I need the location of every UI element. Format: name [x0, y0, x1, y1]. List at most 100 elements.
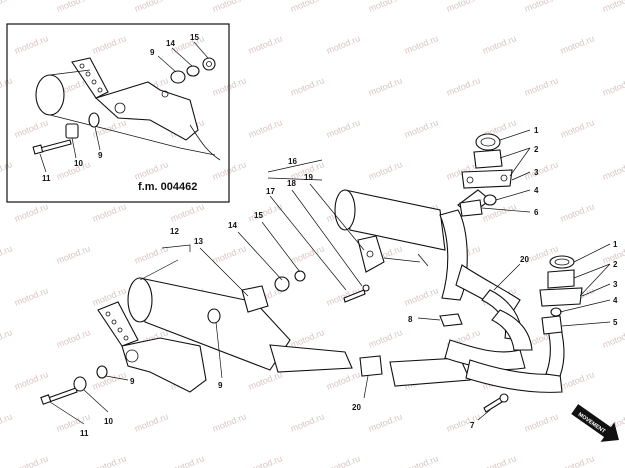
- inset-callout-11: 11: [42, 174, 51, 183]
- callout-1-side: 1: [613, 240, 618, 249]
- callout-15: 15: [254, 211, 263, 220]
- watermark-text: motod.ru: [445, 75, 482, 98]
- watermark-text: motod.ru: [367, 0, 404, 14]
- callout-7: 7: [470, 421, 475, 430]
- watermark-text: motod.ru: [55, 327, 92, 350]
- watermark-text: motod.ru: [481, 453, 518, 468]
- watermark-text: motod.ru: [325, 33, 362, 56]
- callout-2-top: 2: [534, 145, 539, 154]
- watermark-text: motod.ru: [367, 159, 404, 182]
- watermark-text: motod.ru: [445, 411, 482, 434]
- watermark-text: motod.ru: [559, 33, 596, 56]
- watermark-text: motod.ru: [325, 117, 362, 140]
- inset-callout-15: 15: [190, 33, 199, 42]
- watermark-text: motod.ru: [211, 411, 248, 434]
- watermark-text: motod.ru: [601, 159, 625, 182]
- watermark-text: motod.ru: [133, 243, 170, 266]
- watermark-text: motod.ru: [523, 0, 560, 14]
- callout-20-sleeve: 20: [352, 403, 361, 412]
- watermark-text: motod.ru: [559, 117, 596, 140]
- watermark-text: motod.ru: [0, 0, 14, 14]
- watermark-text: motod.ru: [133, 0, 170, 14]
- watermark-text: motod.ru: [559, 369, 596, 392]
- callout-14: 14: [228, 221, 237, 230]
- watermark-text: motod.ru: [91, 201, 128, 224]
- watermark-text: motod.ru: [325, 369, 362, 392]
- watermark-text: motod.ru: [91, 285, 128, 308]
- watermark-text: motod.ru: [289, 327, 326, 350]
- callout-4-top: 4: [534, 186, 539, 195]
- watermark-text: motod.ru: [523, 411, 560, 434]
- callout-17: 17: [266, 187, 275, 196]
- inset-reference-number: f.m. 004462: [138, 181, 197, 193]
- inset-callout-9b: 9: [98, 151, 103, 160]
- watermark-text: motod.ru: [211, 0, 248, 14]
- watermark-text: motod.ru: [367, 411, 404, 434]
- watermark-text: motod.ru: [559, 453, 596, 468]
- callout-1-top: 1: [534, 126, 539, 135]
- watermark-text: motod.ru: [523, 159, 560, 182]
- watermark-text: motod.ru: [289, 243, 326, 266]
- callout-9: 9: [218, 381, 223, 390]
- watermark-text: motod.ru: [13, 201, 50, 224]
- callout-5-side: 5: [613, 318, 618, 327]
- watermark-text: motod.ru: [523, 75, 560, 98]
- watermark-text: motod.ru: [169, 453, 206, 468]
- watermark-text: motod.ru: [289, 411, 326, 434]
- watermark-text: motod.ru: [367, 75, 404, 98]
- watermark-text: motod.ru: [169, 201, 206, 224]
- inset-callout-9: 9: [150, 48, 155, 57]
- callout-18: 18: [287, 179, 296, 188]
- callout-9-left: 9: [130, 377, 135, 386]
- watermark-text: motod.ru: [289, 0, 326, 14]
- inset-callout-10: 10: [74, 159, 83, 168]
- watermark-text: motod.ru: [13, 33, 50, 56]
- watermark-text: motod.ru: [0, 327, 14, 350]
- watermark-text: motod.ru: [403, 285, 440, 308]
- watermark-text: motod.ru: [13, 453, 50, 468]
- watermark-text: motod.ru: [289, 75, 326, 98]
- callout-16: 16: [288, 157, 297, 166]
- watermark-text: motod.ru: [13, 285, 50, 308]
- watermark-text: motod.ru: [325, 453, 362, 468]
- watermark-text: motod.ru: [601, 327, 625, 350]
- callout-20: 20: [520, 255, 529, 264]
- callout-6-top: 6: [534, 208, 539, 217]
- inset-callout-14: 14: [166, 39, 175, 48]
- callout-8: 8: [408, 315, 413, 324]
- callout-10: 10: [104, 417, 113, 426]
- callout-3-top: 3: [534, 168, 539, 177]
- watermark-text: motod.ru: [13, 117, 50, 140]
- inset-panel: 9 14 15 10 9 11 f.m. 004462: [6, 23, 230, 203]
- watermark-text: motod.ru: [559, 201, 596, 224]
- watermark-text: motod.ru: [247, 369, 284, 392]
- watermark-text: motod.ru: [91, 33, 128, 56]
- callout-4-side: 4: [613, 296, 618, 305]
- watermark-text: motod.ru: [0, 243, 14, 266]
- watermark-text: motod.ru: [91, 453, 128, 468]
- main-assembly: 16 17 18 19 12 13 14 15 9 10 11 9 20 20 …: [40, 126, 618, 438]
- watermark-text: motod.ru: [445, 0, 482, 14]
- watermark-text: motod.ru: [403, 33, 440, 56]
- watermark-text: motod.ru: [247, 33, 284, 56]
- watermark-text: motod.ru: [367, 327, 404, 350]
- watermark-text: motod.ru: [133, 411, 170, 434]
- watermark-text: motod.ru: [601, 75, 625, 98]
- watermark-text: motod.ru: [403, 117, 440, 140]
- watermark-text: motod.ru: [133, 159, 170, 182]
- watermark-text: motod.ru: [601, 0, 625, 14]
- watermark-text: motod.ru: [247, 117, 284, 140]
- watermark-text: motod.ru: [247, 453, 284, 468]
- watermark-text: motod.ru: [55, 243, 92, 266]
- callout-11: 11: [80, 429, 89, 438]
- watermark-text: motod.ru: [403, 453, 440, 468]
- callout-13: 13: [194, 237, 203, 246]
- watermark-text: motod.ru: [247, 201, 284, 224]
- watermark-text: motod.ru: [0, 411, 14, 434]
- watermark-text: motod.ru: [211, 243, 248, 266]
- watermark-text: motod.ru: [13, 369, 50, 392]
- watermark-text: motod.ru: [55, 0, 92, 14]
- watermark-text: motod.ru: [481, 33, 518, 56]
- callout-3-side: 3: [613, 280, 618, 289]
